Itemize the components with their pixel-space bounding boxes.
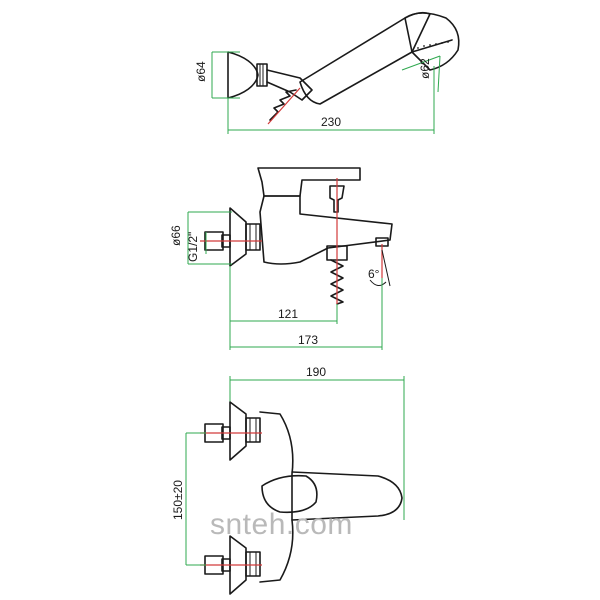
dim-label-depth-2: 173 — [298, 333, 318, 347]
front-upper-flange — [229, 401, 247, 461]
spray-nozzles — [417, 41, 449, 49]
front-view: 190 150±20 — [171, 365, 405, 595]
dim-label-angle: 6° — [368, 267, 380, 281]
side-lever — [257, 167, 361, 197]
dim-label-thread: G1/2" — [186, 232, 200, 262]
front-upper-nut — [245, 417, 261, 443]
hand-shower-view: ø64 ø62 230 — [194, 11, 460, 134]
front-mixer-body — [259, 411, 294, 583]
front-lever — [261, 474, 318, 514]
holder-nut — [256, 63, 268, 87]
side-mixer-body — [259, 195, 393, 265]
side-nut — [245, 223, 261, 251]
side-wall-flange — [229, 207, 247, 267]
dim-label-flange-diameter: ø66 — [169, 225, 183, 246]
shower-holder-cup — [227, 51, 259, 99]
watermark-text: snteh.com — [210, 508, 353, 541]
dim-label-centers: 150±20 — [171, 480, 185, 520]
side-diverter — [329, 185, 345, 213]
dim-label-width: 190 — [306, 365, 326, 379]
side-hose — [330, 259, 344, 305]
front-lower-flange — [229, 535, 247, 595]
side-view: 6° ø66 G1/2" 121 173 — [169, 167, 393, 350]
dim-label-head-diameter: ø62 — [418, 58, 432, 79]
front-spout — [291, 471, 403, 521]
holder-bracket — [266, 69, 313, 101]
shower-hose — [269, 89, 297, 121]
dim-label-length: 230 — [321, 115, 341, 129]
front-lower-nut — [245, 551, 261, 577]
dim-label-holder-diameter: ø64 — [194, 61, 208, 82]
dim-label-depth-1: 121 — [278, 307, 298, 321]
shower-handle — [299, 11, 431, 105]
